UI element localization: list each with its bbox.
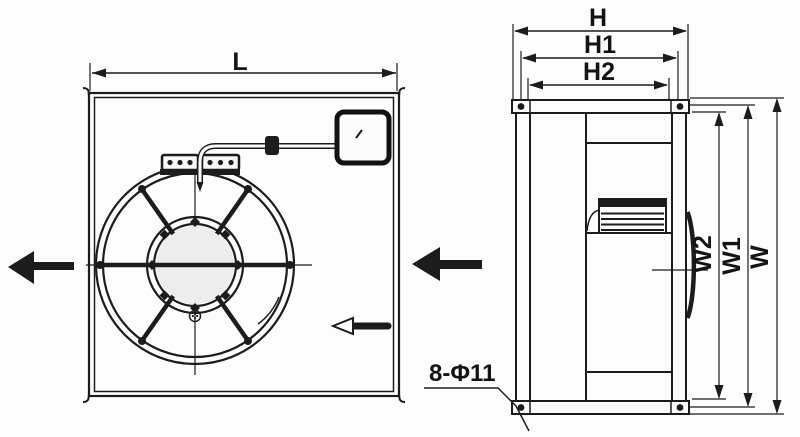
dim-label-w1: W1 xyxy=(718,237,746,275)
dimension-H1: H1 xyxy=(520,31,679,99)
arrowhead-left-icon xyxy=(92,68,106,78)
bolt-hole-callout: 8-Φ11 xyxy=(424,360,530,432)
dimension-W1: W1 xyxy=(690,104,755,408)
dim-label-w2: W2 xyxy=(689,235,717,273)
motor-assembly xyxy=(586,198,672,234)
casing-frame xyxy=(82,87,406,403)
arrowhead-right-icon xyxy=(382,68,396,78)
dimension-H2: H2 xyxy=(527,58,670,99)
dim-label-w: W xyxy=(746,245,774,269)
ring-rivets xyxy=(96,185,294,345)
bolt-hole-top-left xyxy=(517,103,525,110)
terminal-blocks xyxy=(160,153,241,175)
outlet-airflow-arrow-icon xyxy=(8,251,74,284)
bolt-hole-bottom-right xyxy=(676,404,684,411)
dim-label-h: H xyxy=(589,4,607,32)
inlet-bell-profile xyxy=(685,211,697,319)
shaft-bolt xyxy=(188,309,202,323)
hub-bolts xyxy=(147,217,243,313)
conduit-coupling xyxy=(265,136,279,155)
dim-label-h2: H2 xyxy=(583,58,615,86)
junction-box xyxy=(334,109,392,166)
bolt-hole-bottom-left xyxy=(517,404,525,411)
dimension-W: W xyxy=(690,97,784,415)
impeller-spokes xyxy=(103,189,287,341)
rotation-direction-arrow-icon xyxy=(330,316,392,336)
dimension-W2: W2 xyxy=(689,111,726,400)
dimension-L: L xyxy=(89,48,398,91)
electrical-conduit xyxy=(196,136,338,192)
cabinet-body xyxy=(511,99,690,415)
bolt-hole-top-right xyxy=(676,103,684,110)
dimension-H: H xyxy=(512,4,689,99)
dim-label-l: L xyxy=(232,48,247,76)
inlet-airflow-arrow-icon xyxy=(412,247,482,281)
front-view: L xyxy=(8,48,406,403)
scroll-arc xyxy=(257,296,280,325)
callout-label-8-phi-11: 8-Φ11 xyxy=(429,360,495,387)
dim-label-h1: H1 xyxy=(584,31,616,59)
side-view: H H1 H2 xyxy=(412,4,784,432)
